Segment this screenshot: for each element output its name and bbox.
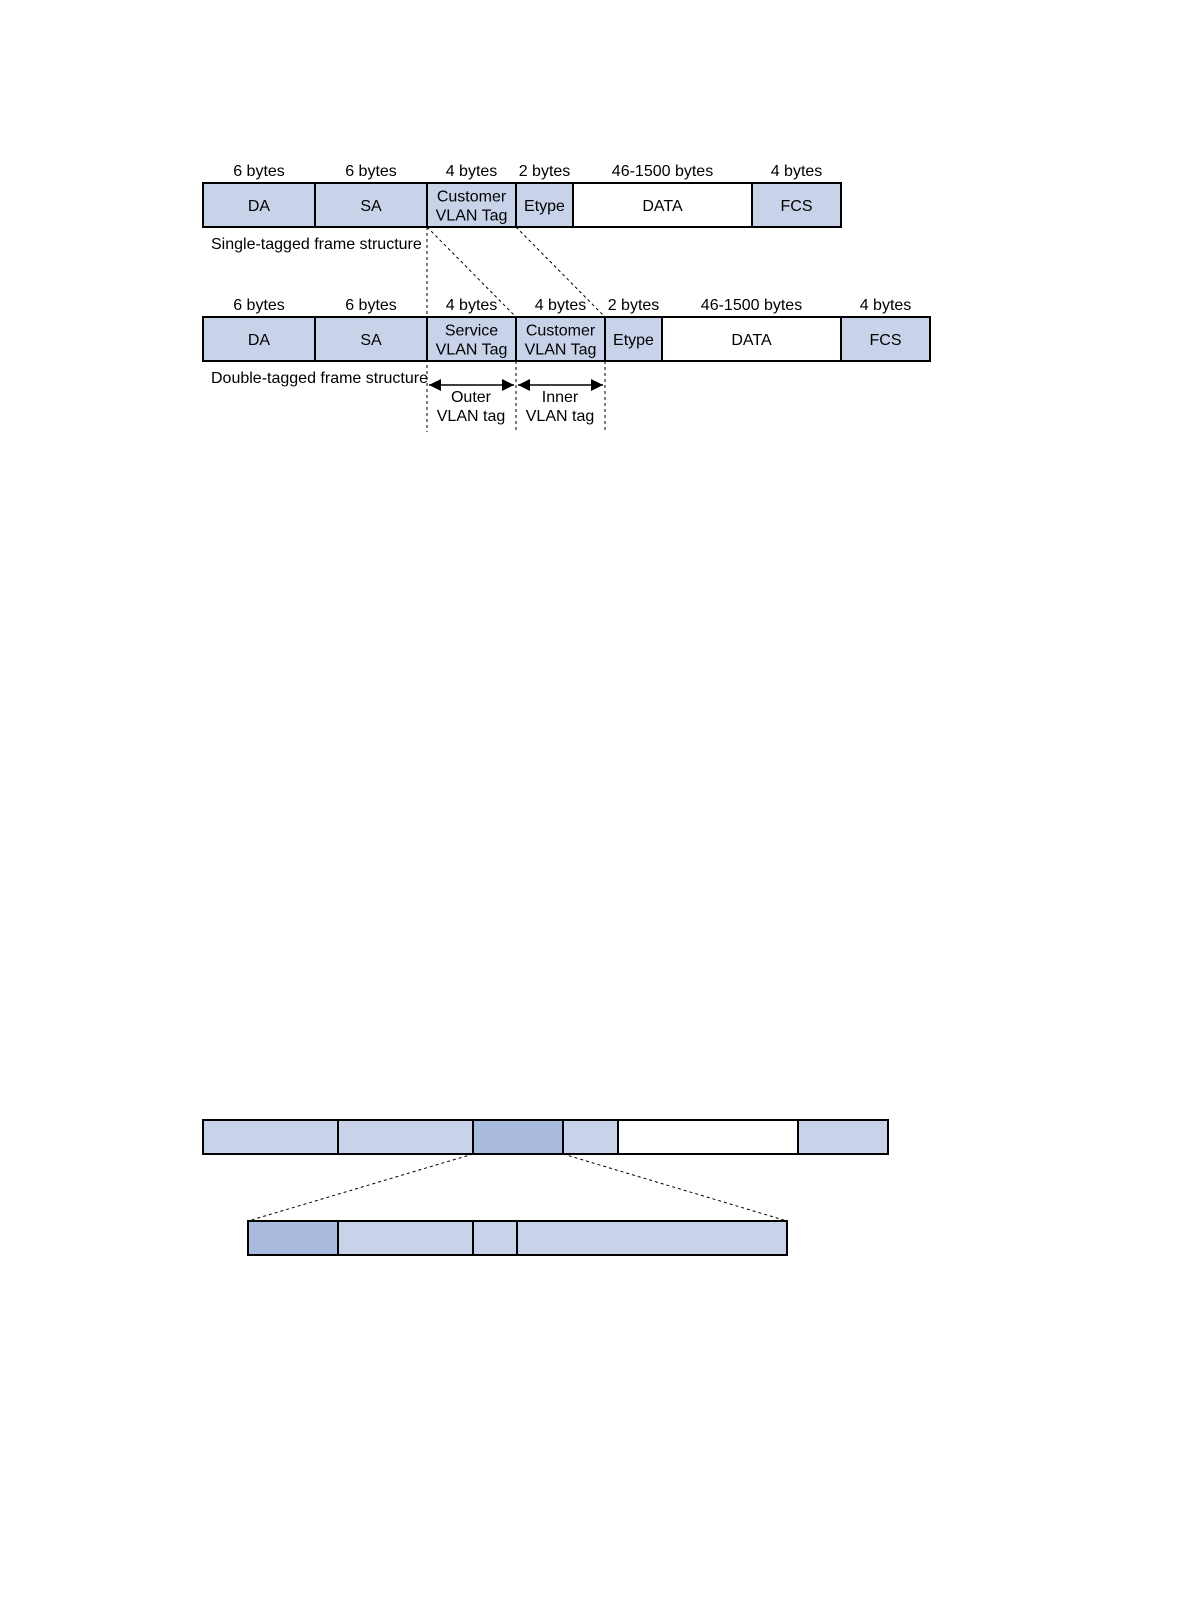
double-tagged-field-da-label: DA — [248, 332, 271, 349]
single-tagged-field-etype-size: 2 bytes — [519, 163, 571, 180]
expansion-guides — [247, 1153, 788, 1222]
single-tagged-field-etype-label: Etype — [524, 198, 565, 215]
expanded-tag-field — [337, 1220, 474, 1256]
tag-insertion-guides — [426, 226, 606, 432]
unlabeled-frame-field — [617, 1119, 799, 1155]
single-tagged-field-data-size: 46-1500 bytes — [612, 163, 713, 180]
double-tagged-field-sa-label: SA — [360, 332, 382, 349]
double-tagged-field-data-label: DATA — [731, 332, 772, 349]
unlabeled-frame-field — [472, 1119, 564, 1155]
single-tagged-field-customer-vlan-tag-size: 4 bytes — [446, 163, 498, 180]
expanded-tag-field — [516, 1220, 788, 1256]
double-tagged-field-customer-vlan-tag-label: VLAN Tag — [525, 342, 597, 359]
double-tagged-field-da-size: 6 bytes — [233, 297, 285, 314]
unlabeled-frame — [202, 1119, 889, 1155]
single-tagged-field-da-label: DA — [248, 198, 271, 215]
inner-tag-label: VLAN tag — [526, 408, 594, 425]
unlabeled-frame-field — [562, 1119, 619, 1155]
double-tagged-field-data — [661, 316, 842, 362]
double-tagged-field-sa — [314, 316, 428, 362]
double-tagged-field-etype-size: 2 bytes — [608, 297, 660, 314]
single-tagged-field-sa-label: SA — [360, 198, 382, 215]
single-tagged-field-da-size: 6 bytes — [233, 163, 285, 180]
double-tagged-field-fcs-size: 4 bytes — [860, 297, 912, 314]
double-tagged-field-sa-size: 6 bytes — [345, 297, 397, 314]
single-tagged-field-data-label: DATA — [642, 198, 683, 215]
single-tagged-field-da — [202, 182, 316, 228]
expansion-guide-left — [247, 1153, 474, 1222]
outer-tag-label: Outer — [451, 389, 492, 406]
single-tagged-caption: Single-tagged frame structure — [211, 236, 422, 253]
single-tagged-field-sa — [314, 182, 428, 228]
single-tagged-field-customer-vlan-tag-label: Customer — [437, 189, 507, 206]
double-tagged-field-data-size: 46-1500 bytes — [701, 297, 802, 314]
double-tagged-field-da — [202, 316, 316, 362]
single-tagged-field-customer-vlan-tag-label: VLAN Tag — [436, 208, 508, 225]
double-tagged-field-customer-vlan-tag-size: 4 bytes — [535, 297, 587, 314]
single-tagged-field-fcs-label: FCS — [781, 198, 813, 215]
inner-tag-label: Inner — [542, 389, 579, 406]
expansion-guide-right — [562, 1153, 788, 1222]
unlabeled-frame-field — [337, 1119, 474, 1155]
unlabeled-frame-field — [202, 1119, 339, 1155]
double-tagged-field-service-vlan-tag-label: VLAN Tag — [436, 342, 508, 359]
double-tagged-field-customer-vlan-tag-label: Customer — [526, 323, 596, 340]
expanded-tag-field — [247, 1220, 339, 1256]
single-tagged-field-data — [572, 182, 753, 228]
outer-tag-label: VLAN tag — [437, 408, 505, 425]
double-tagged-field-service-vlan-tag-size: 4 bytes — [446, 297, 498, 314]
double-tagged-field-etype-label: Etype — [613, 332, 654, 349]
single-tagged-field-customer-vlan-tag — [426, 182, 517, 228]
expanded-tag-fields — [247, 1220, 788, 1256]
single-tagged-field-sa-size: 6 bytes — [345, 163, 397, 180]
double-tagged-field-service-vlan-tag — [426, 316, 517, 362]
double-tagged-caption: Double-tagged frame structure — [211, 370, 428, 387]
double-tagged-field-customer-vlan-tag — [515, 316, 606, 362]
double-tagged-field-service-vlan-tag-label: Service — [445, 323, 498, 340]
single-tagged-field-fcs — [751, 182, 842, 228]
single-tagged-field-fcs-size: 4 bytes — [771, 163, 823, 180]
unlabeled-frame-field — [797, 1119, 889, 1155]
double-tagged-field-fcs — [840, 316, 931, 362]
double-tagged-field-fcs-label: FCS — [870, 332, 902, 349]
expanded-tag-field — [472, 1220, 518, 1256]
